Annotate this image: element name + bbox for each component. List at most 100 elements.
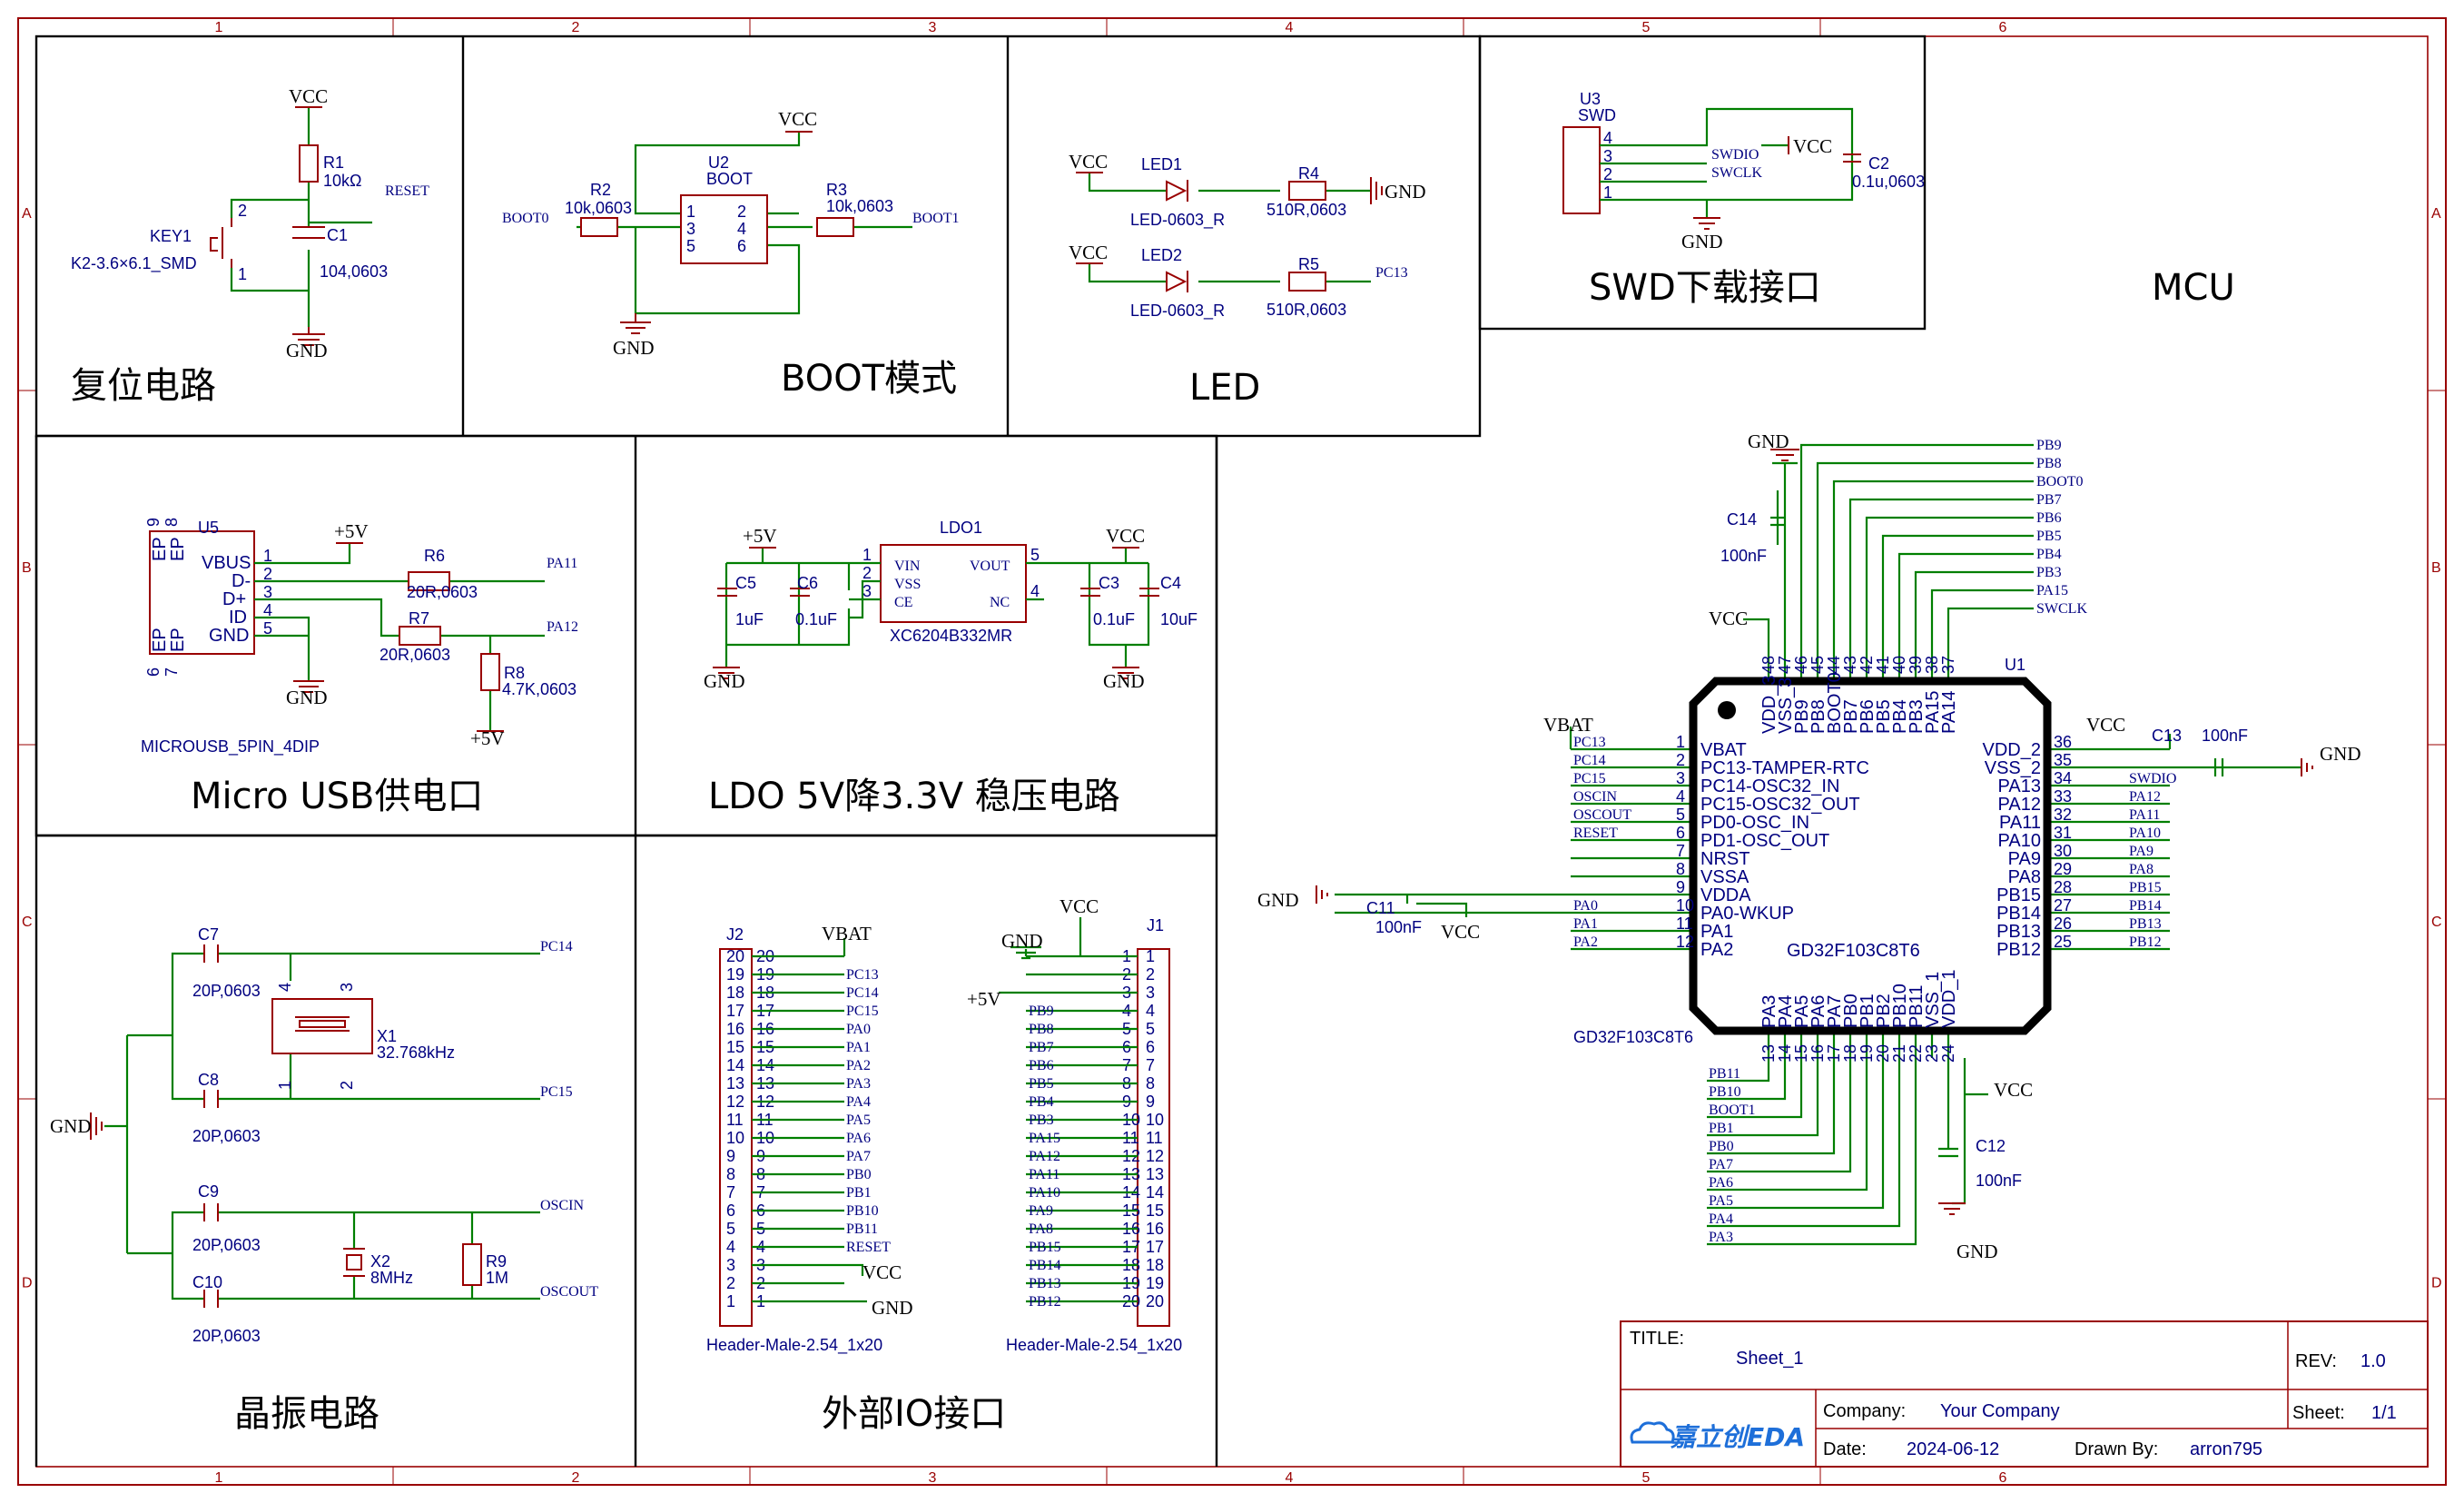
j2-pin-number: 6	[726, 1201, 735, 1220]
mcu-pin-name: PA10	[1998, 831, 2041, 851]
mcu-pin-number: 10	[1676, 896, 1694, 915]
j1-pin-label: 3	[1146, 984, 1155, 1002]
c14-value: 100nF	[1720, 547, 1767, 565]
j2-net-label: PC14	[846, 985, 879, 1001]
j1-net-label: PB13	[1029, 1276, 1061, 1291]
r7-value: 20R,0603	[379, 646, 450, 664]
mcu-pin-number: 47	[1776, 656, 1794, 674]
vcc-right-label: VCC	[2086, 714, 2125, 736]
mcu-pin-name: PB2	[1874, 994, 1894, 1028]
mcu-pin-number: 1	[1676, 733, 1685, 751]
mcu-pin-number: 14	[1776, 1044, 1794, 1063]
ldo1-value: XC6204B332MR	[890, 627, 1012, 645]
mcu-pin-name: PD1-OSC_OUT	[1700, 831, 1829, 851]
ldo1-regulator	[880, 544, 1027, 623]
u1-chip-name: GD32F103C8T6	[1787, 941, 1920, 961]
u2-pin-3: 3	[686, 220, 695, 238]
j1-pin-label: 14	[1146, 1183, 1164, 1201]
mcu-net-label: PA5	[1709, 1193, 1733, 1209]
r9-value: 1M	[486, 1269, 508, 1287]
j1-pin-label: 12	[1146, 1147, 1164, 1165]
j1-pin-label: 9	[1146, 1093, 1155, 1111]
section-title-crystal: 晶振电路	[234, 1393, 379, 1435]
j2-pin-number: 19	[726, 965, 744, 984]
section-title-usb: Micro USB供电口	[191, 776, 483, 817]
mcu-net-label: PC14	[1573, 753, 1606, 768]
j1-net-label: PB3	[1029, 1112, 1054, 1128]
u5-pinnum-5: 5	[263, 619, 272, 638]
mcu-pin-name: PB8	[1809, 699, 1828, 734]
ldo1-ref: LDO1	[940, 519, 982, 537]
mcu-pin-name: PB4	[1890, 699, 1910, 734]
mcu-net-label: PB15	[2129, 880, 2162, 895]
ldo1-pinnum-3: 3	[862, 582, 872, 600]
u5-value: MICROUSB_5PIN_4DIP	[141, 737, 320, 756]
mcu-pin-name: PA5	[1792, 995, 1812, 1028]
mcu-pin-number: 38	[1923, 656, 1941, 674]
j1-net-label: PB7	[1029, 1040, 1054, 1055]
u5-ep-top-1: EP	[150, 537, 170, 561]
section-titles: 复位电路 BOOT模式 LED SWD下载接口 MCU Micro USB供电口…	[71, 267, 2235, 1435]
c13-value: 100nF	[2202, 727, 2248, 745]
net-pa11: PA11	[547, 556, 577, 571]
net-swclk: SWCLK	[1711, 165, 1762, 181]
mcu-pin-number: 42	[1858, 656, 1876, 674]
u2-pin-6: 6	[737, 237, 746, 255]
j2-value: Header-Male-2.54_1x20	[706, 1336, 882, 1355]
mcu-net-label: PA15	[2036, 583, 2068, 598]
row-label-right: C	[2431, 915, 2442, 930]
mcu-pin-number: 31	[2054, 824, 2072, 842]
vcc-label: VCC	[1793, 135, 1832, 157]
j1-net-label: PB6	[1029, 1058, 1054, 1073]
c3-value: 0.1uF	[1093, 610, 1135, 628]
r8-value: 4.7K,0603	[502, 680, 577, 698]
led2-ref: LED2	[1141, 246, 1182, 264]
ldo1-pinnum-4: 4	[1030, 582, 1040, 600]
mcu-pin-name: VDD_2	[1983, 740, 2041, 760]
j2-pin-number: 1	[726, 1292, 735, 1310]
mcu-pin-name: PA0-WKUP	[1700, 904, 1794, 924]
vcc-label-2: VCC	[1069, 242, 1108, 263]
u1-value: GD32F103C8T6	[1573, 1028, 1693, 1046]
j2-pin-number: 18	[726, 984, 744, 1002]
col-label-bottom: 1	[215, 1470, 223, 1486]
mcu-net-label: PB7	[2036, 492, 2062, 508]
r6-resistor	[408, 571, 450, 591]
mcu-pin-number: 5	[1676, 806, 1685, 824]
row-label-right: A	[2431, 206, 2441, 222]
gnd-label-j2: GND	[872, 1297, 913, 1319]
x2-ref: X2	[370, 1252, 390, 1271]
mcu-net-label: PB1	[1709, 1121, 1734, 1136]
mcu-pin-number: 36	[2054, 733, 2072, 751]
sheet-value: 1/1	[2371, 1403, 2397, 1423]
led1-diode	[1166, 180, 1188, 202]
section-title-boot: BOOT模式	[781, 358, 957, 400]
net-oscout: OSCOUT	[540, 1284, 598, 1300]
u5-pinnum-4: 4	[263, 601, 272, 619]
crystal-circuit: GND C7 20P,0603 C8 20P,0603 C9 20P,0603 …	[50, 925, 598, 1345]
j1-pin-label: 16	[1146, 1220, 1164, 1238]
mcu-net-label: OSCIN	[1573, 789, 1617, 805]
u5-pinnum-3: 3	[263, 583, 272, 601]
j2-pin-number: 20	[726, 947, 744, 965]
j2-pin-number: 12	[726, 1093, 744, 1111]
gnd-right-label: GND	[2320, 743, 2361, 765]
section-title-led: LED	[1189, 367, 1260, 409]
j1-pin-label: 2	[1146, 965, 1155, 984]
j2-pin-number: 16	[726, 1020, 744, 1038]
mcu-pin-name: PA9	[2008, 849, 2041, 869]
mcu-pin-name: PB6	[1858, 699, 1878, 734]
mcu-net-label: OSCOUT	[1573, 807, 1631, 823]
boot-circuit: VCC U2 BOOT R2 10k,0603 R3 10k,0603 BOOT…	[502, 108, 960, 359]
r5-resistor	[1288, 272, 1326, 292]
ldo1-pin-nc: NC	[990, 595, 1010, 610]
u2-pin-1: 1	[686, 203, 695, 221]
u5-pin-gnd: GND	[209, 626, 249, 646]
date-label: Date:	[1823, 1439, 1867, 1459]
u5-pinnum-1: 1	[263, 547, 272, 565]
row-label-left: B	[22, 560, 32, 576]
key1-switch	[210, 218, 232, 268]
j1-net-label: PA11	[1029, 1167, 1060, 1182]
gnd-label: GND	[50, 1115, 92, 1137]
